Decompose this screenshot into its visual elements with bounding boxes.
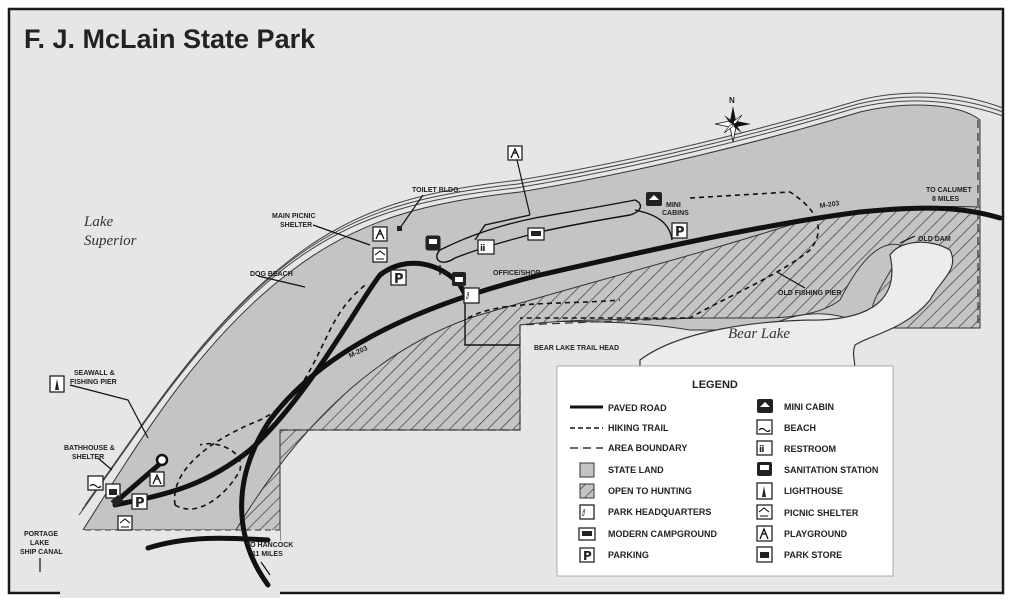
legend-symbol-hunting	[579, 483, 595, 499]
legend-label-parking: PARKING	[608, 550, 649, 560]
svg-text:ⅈ: ⅈ	[466, 292, 470, 302]
lake-superior-label-line2: Superior	[84, 233, 137, 249]
svg-text:P: P	[675, 225, 685, 240]
to-hancock-label-line1: TO HANCOCK	[246, 542, 293, 549]
parking-icon[interactable]: P	[131, 493, 148, 511]
portage-label-line1: PORTAGE	[24, 531, 58, 538]
parking-icon[interactable]: P	[671, 222, 688, 240]
svg-text:P: P	[583, 549, 592, 563]
old-fishing-pier-label: OLD FISHING PIER	[778, 290, 841, 297]
office-shop-label: OFFICE/SHOP	[493, 270, 541, 277]
sanitation-station-icon	[757, 462, 772, 476]
to-calumet-label-line1: TO CALUMET	[926, 187, 972, 194]
main-picnic-shelter-label-line2: SHELTER	[280, 222, 312, 229]
playground-icon[interactable]	[507, 145, 523, 161]
toilet-bldg-marker[interactable]	[397, 226, 402, 231]
legend-label-restroom: RESTROOM	[784, 444, 836, 454]
portage-label-line3: SHIP CANAL	[20, 549, 63, 556]
compass-rose	[714, 106, 751, 143]
dog-beach-label: DOG BEACH	[250, 271, 293, 278]
portage-label-line2: LAKE	[30, 540, 49, 547]
bathhouse-label-line2: SHELTER	[72, 454, 104, 461]
beach-icon	[756, 419, 773, 435]
legend-label-area-boundary: AREA BOUNDARY	[608, 443, 687, 453]
restroom-icon[interactable]: ⅱ	[477, 239, 495, 255]
bear-lake-label: Bear Lake	[728, 326, 790, 342]
playground-icon	[756, 525, 773, 542]
legend-title: LEGEND	[692, 379, 738, 391]
mini-cabin-icon[interactable]	[646, 192, 662, 206]
parking-icon[interactable]: P	[390, 269, 407, 287]
park-store-icon[interactable]	[105, 483, 121, 499]
legend-label-state-land: STATE LAND	[608, 465, 664, 475]
playground-icon[interactable]	[372, 226, 388, 242]
seawall-label-line2: FISHING PIER	[70, 379, 117, 386]
modern-campground-icon[interactable]	[527, 227, 545, 241]
lighthouse-icon	[756, 482, 773, 500]
legend-label-sanitation-station: SANITATION STATION	[784, 465, 878, 475]
legend-label-modern-campground: MODERN CAMPGROUND	[608, 529, 717, 539]
svg-text:P: P	[394, 272, 404, 287]
lake-superior-label-line1: Lake	[83, 214, 114, 230]
park-store-icon	[756, 546, 773, 563]
legend-label-park-store: PARK STORE	[784, 550, 842, 560]
bathhouse-marker[interactable]	[110, 494, 124, 508]
park-store-icon[interactable]	[452, 272, 466, 286]
pier-end	[155, 453, 169, 467]
to-hancock-label-line2: 11 MILES	[252, 551, 283, 558]
shoreline	[78, 92, 1004, 516]
leader-lines	[39, 159, 916, 576]
legend-label-open-to-hunting: OPEN TO HUNTING	[608, 486, 692, 496]
mini-cabin-icon	[757, 399, 773, 413]
legend-label-picnic-shelter: PICNIC SHELTER	[784, 508, 859, 518]
legend-symbol-state-land	[579, 462, 595, 478]
compass-north-label: N	[729, 96, 735, 105]
svg-text:P: P	[135, 496, 145, 511]
map-title: F. J. McLain State Park	[24, 24, 316, 54]
sanitation-station-icon[interactable]	[425, 235, 441, 251]
svg-text:ⅈ: ⅈ	[582, 509, 586, 519]
picnic-shelter-icon[interactable]	[372, 247, 388, 263]
svg-text:ⅱ: ⅱ	[759, 445, 764, 455]
park-headquarters-icon: ⅈ	[579, 504, 595, 520]
modern-campground-icon	[578, 527, 596, 541]
main-picnic-shelter-label-line1: MAIN PICNIC	[272, 213, 316, 220]
legend-label-park-headquarters: PARK HEADQUARTERS	[608, 507, 711, 517]
playground-icon[interactable]	[149, 471, 165, 487]
picnic-shelter-icon[interactable]	[117, 515, 133, 531]
legend-box	[556, 365, 894, 577]
old-dam-label: OLD DAM	[918, 236, 951, 243]
seawall-label-line1: SEAWALL &	[74, 370, 115, 377]
mini-cabins-label-line2: CABINS	[662, 210, 689, 217]
legend-label-playground: PLAYGROUND	[784, 529, 848, 539]
area-boundary	[280, 120, 979, 431]
legend-label-mini-cabin: MINI CABIN	[784, 402, 834, 412]
legend-label-beach: BEACH	[784, 423, 816, 433]
svg-text:ⅱ: ⅱ	[480, 244, 485, 254]
legend: LEGEND ⅈ P PAVED ROAD HIKING TRAIL AREA …	[556, 365, 894, 577]
bear-lake-trail-head-label: BEAR LAKE TRAIL HEAD	[534, 345, 619, 352]
legend-label-lighthouse: LIGHTHOUSE	[784, 486, 843, 496]
park-headquarters-icon[interactable]: ⅈ	[463, 287, 480, 304]
paved-road-m203	[112, 205, 1003, 588]
lighthouse-icon[interactable]	[49, 375, 65, 393]
picnic-shelter-icon	[756, 504, 773, 520]
toilet-bldg-label: TOILET BLDG.	[412, 187, 461, 194]
to-calumet-label-line2: 8 MILES	[932, 196, 960, 203]
beach-icon[interactable]	[87, 475, 104, 491]
restroom-icon: ⅱ	[756, 440, 773, 456]
hiking-trails	[173, 191, 820, 510]
portage-water	[60, 530, 280, 598]
map-icons: P P P ⅱ ⅈ	[49, 145, 688, 531]
mini-cabins-label-line1: MINI	[666, 202, 681, 209]
bathhouse-label-line1: BATHHOUSE &	[64, 445, 115, 452]
parking-icon: P	[579, 547, 595, 563]
m203-label-east: M-203	[819, 200, 840, 210]
legend-label-hiking-trail: HIKING TRAIL	[608, 423, 669, 433]
legend-label-paved-road: PAVED ROAD	[608, 403, 667, 413]
bear-lake	[639, 241, 954, 376]
